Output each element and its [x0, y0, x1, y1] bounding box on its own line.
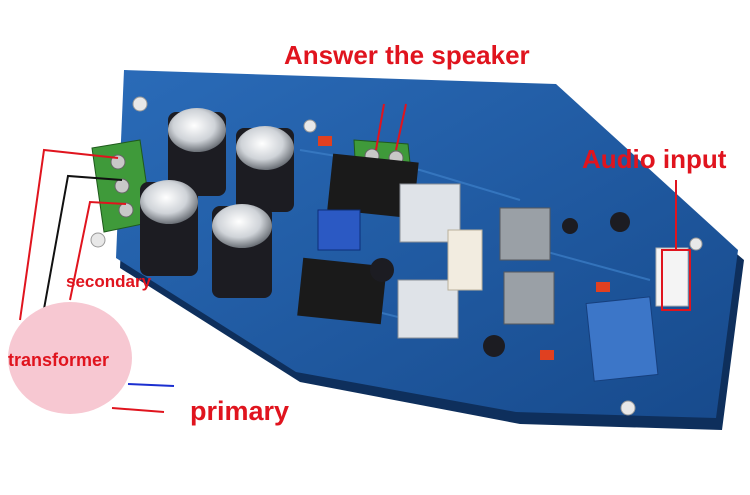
speaker-label: Answer the speaker: [284, 40, 530, 70]
primary-label: primary: [190, 396, 290, 426]
mounting-hole: [620, 400, 636, 416]
mounting-hole: [303, 119, 317, 133]
filter-capacitors: [140, 108, 294, 298]
mounting-hole: [689, 237, 703, 251]
audio-input-label: Audio input: [582, 144, 727, 174]
mounting-hole: [90, 232, 106, 248]
annotation-lines: [19, 103, 691, 413]
transformer-circle: [8, 302, 132, 414]
mounting-hole: [132, 96, 148, 112]
transformer-label: transformer: [8, 350, 110, 370]
secondary-label: secondary: [66, 272, 152, 291]
